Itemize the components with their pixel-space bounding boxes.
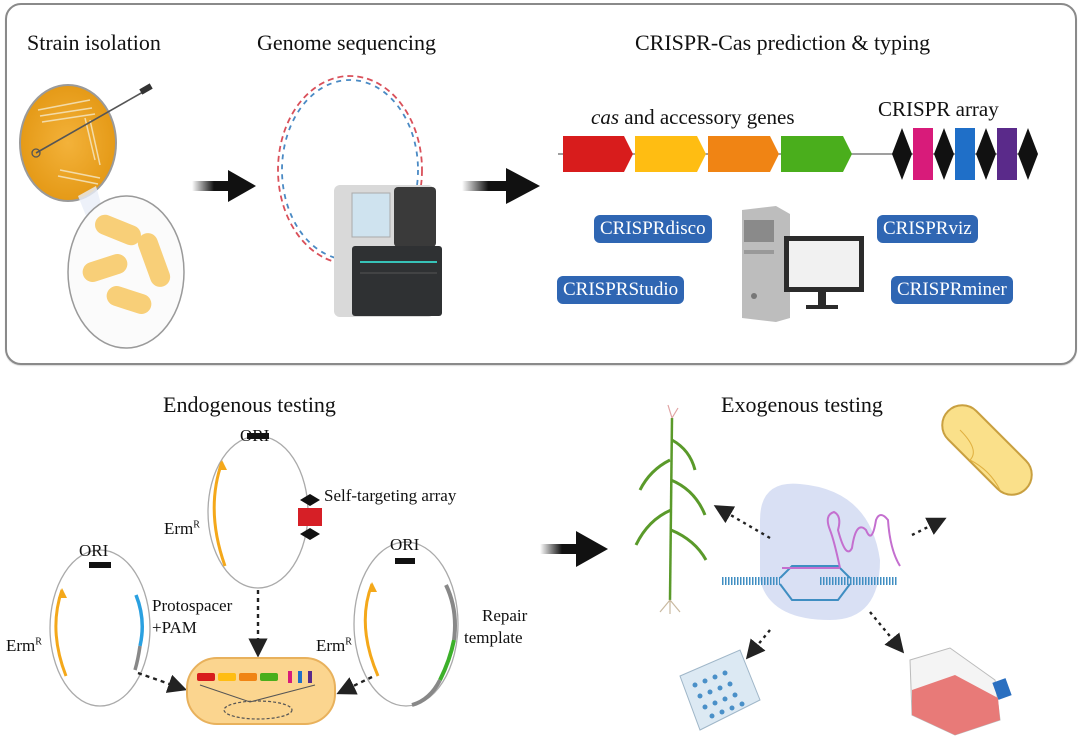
dashed-arrows-to-cell	[137, 590, 373, 695]
erm-label-right: ErmR	[316, 636, 352, 656]
spacer-1	[913, 128, 933, 180]
cas-italic: cas	[591, 105, 619, 129]
step-title-genome-sequencing: Genome sequencing	[257, 30, 436, 55]
spacer-3	[997, 128, 1017, 180]
pam-label: +PAM	[152, 618, 197, 637]
ori-label-right: ORI	[390, 535, 420, 554]
tool-badge-crisprdisco: CRISPRdisco	[594, 215, 712, 243]
dashed-arrows-exogenous	[713, 505, 947, 660]
cas-rnp-complex-icon	[722, 483, 901, 620]
self-targeting-array-label: Self-targeting array	[324, 486, 457, 505]
plasmid-self-targeting	[207, 433, 322, 589]
erm-sup: R	[35, 636, 42, 648]
exogenous-title: Exogenous testing	[721, 392, 883, 417]
ori-label-left: ORI	[79, 541, 109, 560]
cas-genes-rest: and accessory genes	[619, 105, 795, 129]
ori-label-top: ORI	[240, 426, 270, 445]
repeat-4	[1018, 128, 1038, 180]
cas-genes-label: cas and accessory genes	[591, 105, 795, 130]
erm-label-left: ErmR	[6, 636, 42, 656]
cas-gene-3	[708, 136, 779, 172]
template-label: template	[464, 628, 523, 647]
tool-badge-crisprstudio: CRISPRStudio	[557, 276, 685, 304]
repeat-2	[934, 128, 954, 180]
repair-label: Repair	[482, 606, 528, 625]
repeat-3	[976, 128, 996, 180]
sequencer-icon	[334, 185, 442, 317]
erm-sup: R	[345, 636, 352, 648]
crispr-array-label: CRISPR array	[878, 97, 999, 121]
cas-gene-4	[781, 136, 852, 172]
well-plate-icon	[679, 649, 761, 731]
flow-arrow-2	[462, 168, 540, 204]
erm-label-top: ErmR	[164, 519, 200, 539]
protospacer-label: Protospacer	[152, 596, 233, 615]
tool-badge-crisprviz: CRISPRviz	[877, 215, 978, 243]
cas-gene-1	[563, 136, 633, 172]
computer-icon	[742, 206, 864, 322]
erm-text: Erm	[316, 636, 346, 655]
cas-locus-diagram	[558, 128, 1038, 180]
top-panel	[5, 3, 1077, 365]
flow-arrow-3	[540, 531, 608, 567]
cas-gene-2	[635, 136, 706, 172]
step-title-crispr-prediction: CRISPR-Cas prediction & typing	[635, 30, 931, 55]
plasmid-protospacer	[49, 549, 151, 707]
petri-dish-icon	[19, 83, 153, 202]
plasmid-repair-template	[353, 541, 459, 707]
repeat-1	[892, 128, 912, 180]
endogenous-title: Endogenous testing	[163, 392, 336, 417]
maize-plant-icon	[634, 404, 708, 614]
flow-arrow-1	[192, 170, 256, 202]
bacterial-cell-icon	[186, 657, 336, 725]
erm-text: Erm	[6, 636, 36, 655]
erm-sup: R	[193, 519, 200, 531]
step-title-strain-isolation: Strain isolation	[27, 30, 161, 55]
bacteria-zoom-icon	[67, 186, 185, 349]
tool-badge-crisprminer: CRISPRminer	[891, 276, 1013, 304]
spacer-2	[955, 128, 975, 180]
bacterium-icon	[941, 404, 1033, 496]
erm-text: Erm	[164, 519, 194, 538]
cell-culture-flask-icon	[909, 647, 1012, 736]
